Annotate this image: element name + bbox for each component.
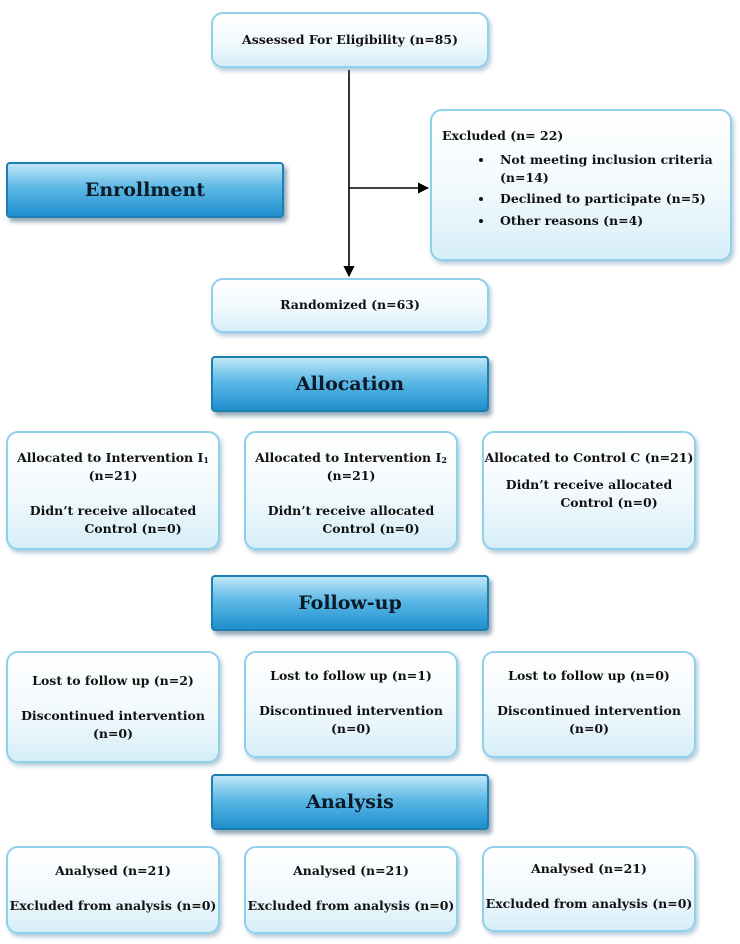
followup-discontinued-count: (n=0) bbox=[568, 721, 610, 737]
followup-lost: Lost to follow up (n=1) bbox=[270, 668, 432, 683]
followup-label: Follow-up bbox=[298, 592, 402, 614]
analysis-label: Analysis bbox=[306, 791, 394, 813]
allocation-title: Allocated to Intervention I1 bbox=[17, 450, 209, 465]
excluded-item: Not meeting inclusion criteria (n=14) bbox=[494, 151, 720, 187]
followup-discontinued: Discontinued intervention bbox=[21, 708, 205, 724]
assessed-box: Assessed For Eligibility (n=85) bbox=[211, 12, 489, 68]
randomized-box: Randomized (n=63) bbox=[211, 278, 489, 333]
followup-box-1: Lost to follow up (n=2) Discontinued int… bbox=[6, 651, 220, 763]
followup-box-3: Lost to follow up (n=0) Discontinued int… bbox=[482, 651, 696, 758]
analysis-excluded: Excluded from analysis (n=0) bbox=[247, 898, 455, 914]
analysis-box-3: Analysed (n=21) Excluded from analysis (… bbox=[482, 846, 696, 932]
enrollment-label: Enrollment bbox=[84, 179, 206, 201]
analysis-analysed: Analysed (n=21) bbox=[531, 861, 647, 876]
allocation-note: Didn’t receive allocated bbox=[505, 477, 673, 493]
followup-lost: Lost to follow up (n=2) bbox=[32, 673, 194, 688]
analysis-box-1: Analysed (n=21) Excluded from analysis (… bbox=[6, 846, 220, 934]
followup-discontinued-count: (n=0) bbox=[92, 726, 134, 742]
analysis-header: Analysis bbox=[211, 774, 489, 830]
followup-box-2: Lost to follow up (n=1) Discontinued int… bbox=[244, 651, 458, 758]
analysis-excluded: Excluded from analysis (n=0) bbox=[9, 898, 217, 914]
followup-discontinued: Discontinued intervention bbox=[497, 703, 681, 719]
allocation-box-3: Allocated to Control C (n=21) Didn’t rec… bbox=[482, 431, 696, 550]
allocation-note: Didn’t receive allocated bbox=[267, 503, 435, 519]
followup-header: Follow-up bbox=[211, 575, 489, 631]
excluded-item: Declined to participate (n=5) bbox=[494, 190, 720, 208]
followup-discontinued: Discontinued intervention bbox=[259, 703, 443, 719]
analysis-excluded: Excluded from analysis (n=0) bbox=[485, 896, 693, 912]
allocation-title: Allocated to Intervention I2 bbox=[255, 450, 447, 465]
allocation-note-count: Control (n=0) bbox=[560, 495, 658, 511]
allocation-note-count: Control (n=0) bbox=[322, 521, 420, 537]
allocation-count: (n=21) bbox=[88, 468, 138, 484]
excluded-box: Excluded (n= 22) Not meeting inclusion c… bbox=[430, 109, 732, 261]
excluded-title: Excluded (n= 22) bbox=[442, 128, 564, 143]
allocation-title: Allocated to Control C (n=21) bbox=[484, 450, 694, 465]
excluded-list: Not meeting inclusion criteria (n=14) De… bbox=[442, 151, 720, 230]
followup-lost: Lost to follow up (n=0) bbox=[508, 668, 670, 683]
randomized-label: Randomized (n=63) bbox=[280, 297, 420, 313]
analysis-analysed: Analysed (n=21) bbox=[55, 863, 171, 878]
followup-discontinued-count: (n=0) bbox=[330, 721, 372, 737]
allocation-note-count: Control (n=0) bbox=[84, 521, 182, 537]
allocation-count: (n=21) bbox=[326, 468, 376, 484]
allocation-box-2: Allocated to Intervention I2 (n=21) Didn… bbox=[244, 431, 458, 550]
excluded-item: Other reasons (n=4) bbox=[494, 212, 720, 230]
allocation-box-1: Allocated to Intervention I1 (n=21) Didn… bbox=[6, 431, 220, 550]
assessed-label: Assessed For Eligibility (n=85) bbox=[242, 31, 458, 47]
allocation-note: Didn’t receive allocated bbox=[29, 503, 197, 519]
enrollment-header: Enrollment bbox=[6, 162, 284, 218]
analysis-box-2: Analysed (n=21) Excluded from analysis (… bbox=[244, 846, 458, 934]
analysis-analysed: Analysed (n=21) bbox=[293, 863, 409, 878]
allocation-label: Allocation bbox=[295, 373, 405, 395]
allocation-header: Allocation bbox=[211, 356, 489, 412]
